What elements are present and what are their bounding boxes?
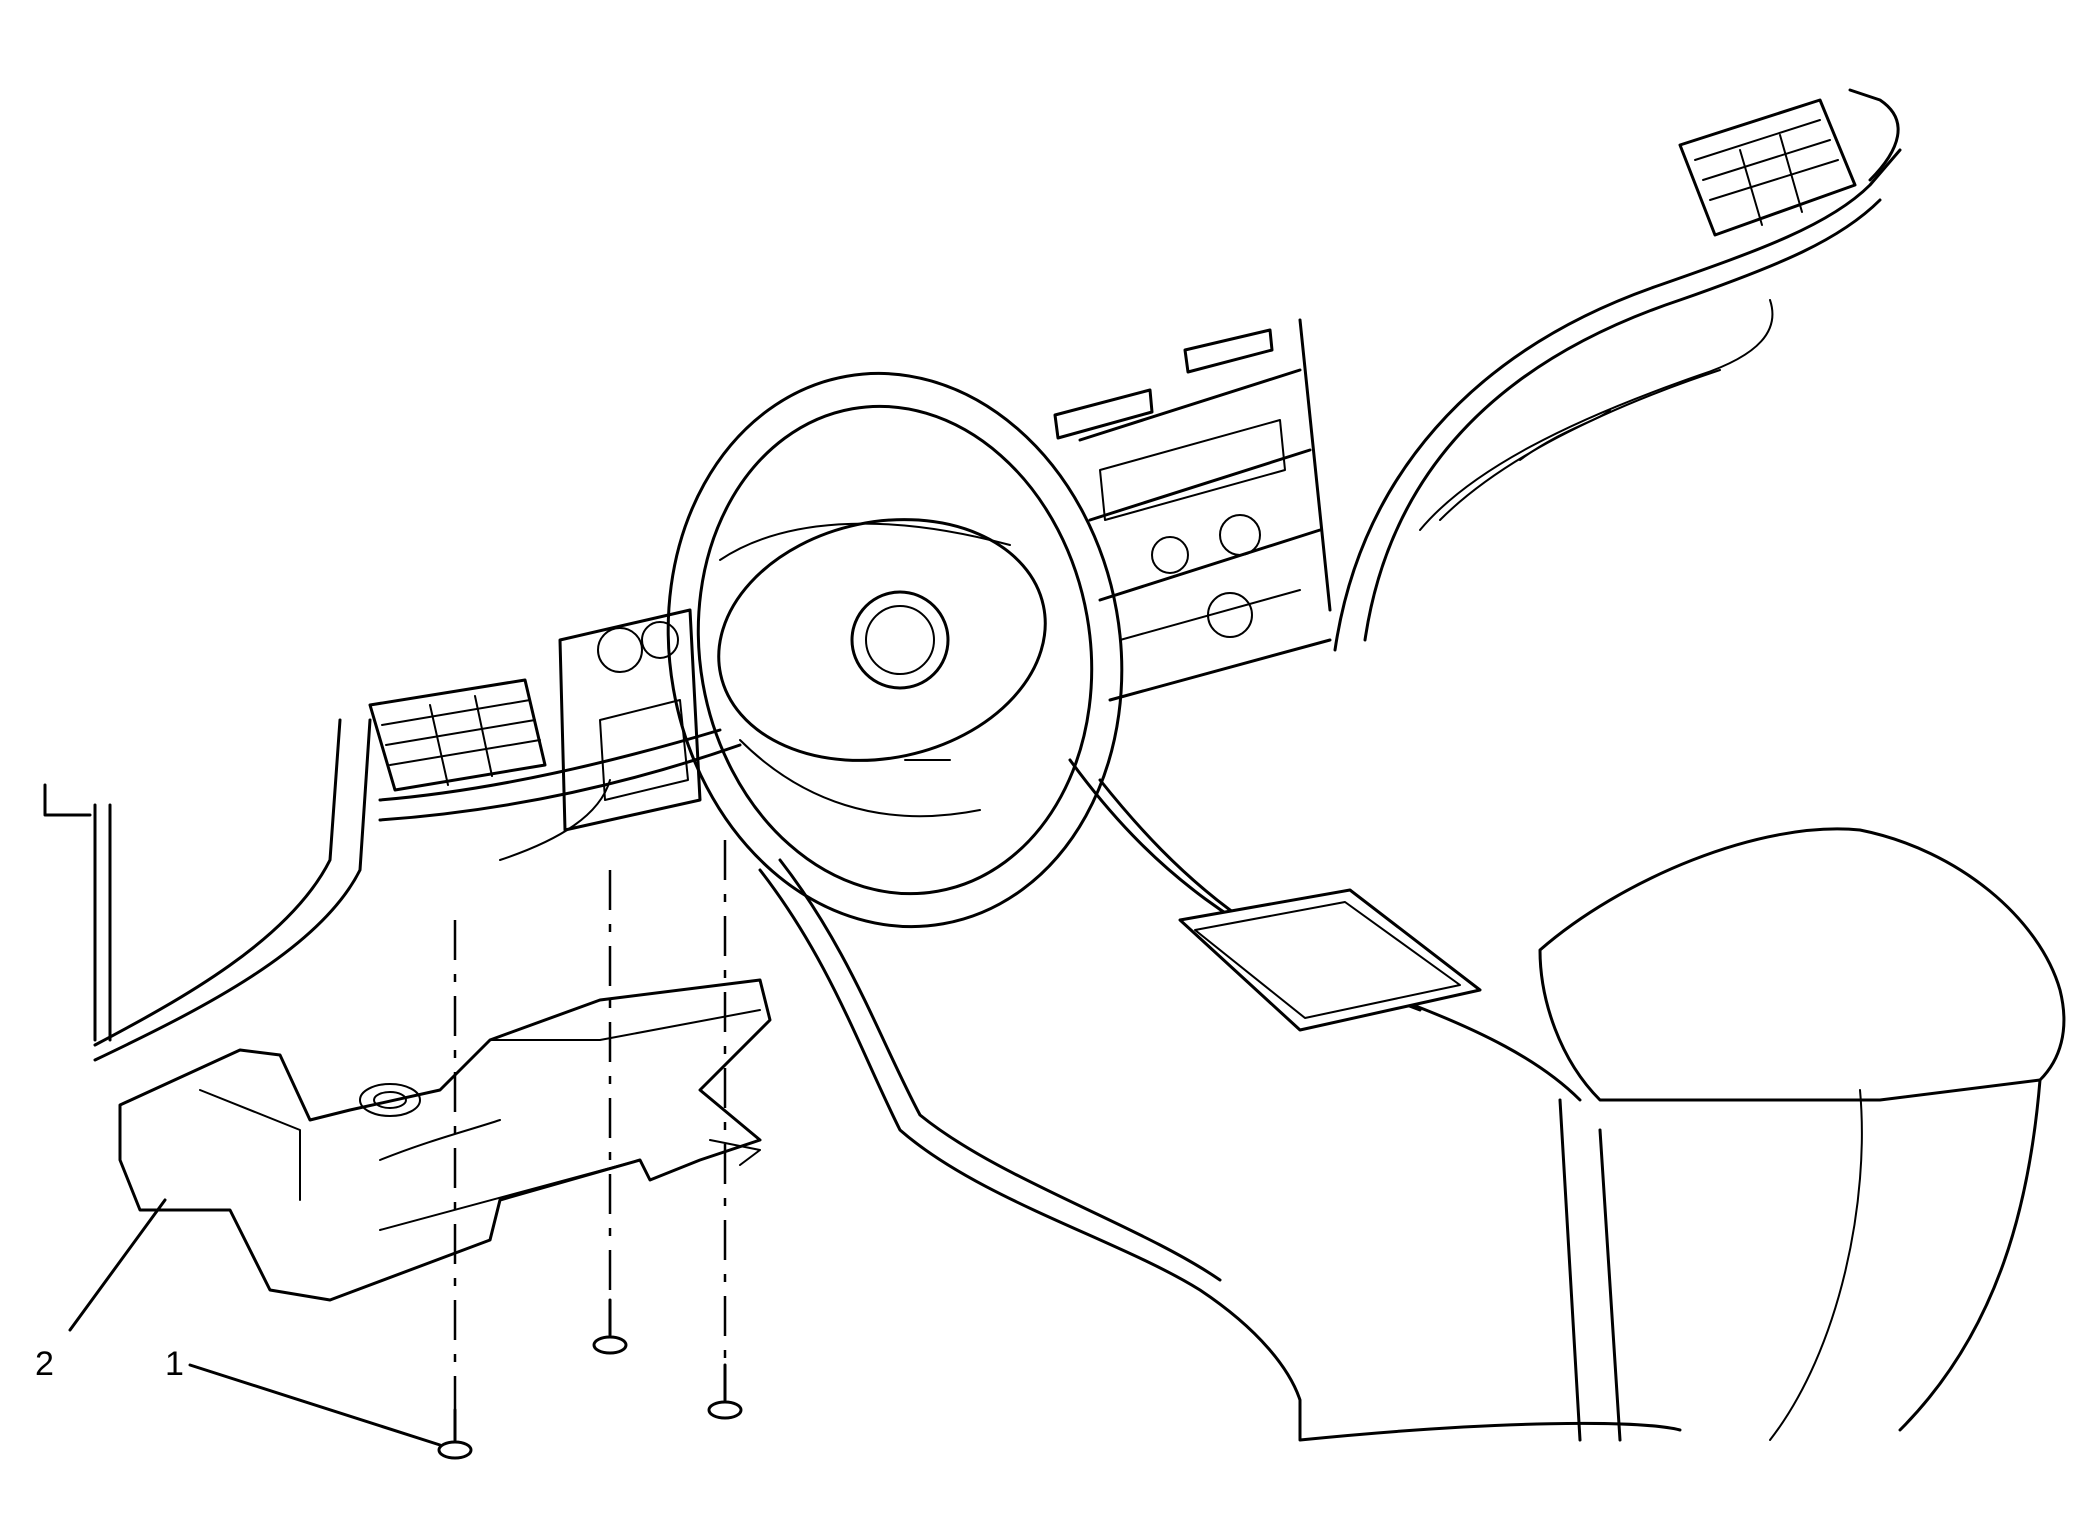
headlamp-switch-area — [558, 608, 702, 832]
callout-leader-2 — [68, 1198, 167, 1332]
screw-fastener — [437, 1408, 473, 1460]
knee-bolster-panel — [118, 978, 772, 1302]
fastener-alignment-lines — [453, 840, 727, 1410]
screw-fastener — [707, 1363, 743, 1420]
right-air-vent — [1678, 98, 1857, 237]
center-console — [758, 758, 1682, 1442]
screw-fastener — [592, 1298, 628, 1355]
callout-label-2: 2 — [35, 1345, 54, 1383]
airbag-module — [717, 518, 1047, 762]
console-armrest — [1538, 827, 2066, 1442]
steering-wheel — [666, 371, 1124, 929]
center-stack — [1053, 318, 1332, 702]
right-dash-panel — [1333, 88, 1902, 652]
callout-leader-1 — [188, 1363, 442, 1447]
left-air-vent — [368, 678, 547, 792]
callout-label-1: 1 — [165, 1345, 184, 1383]
